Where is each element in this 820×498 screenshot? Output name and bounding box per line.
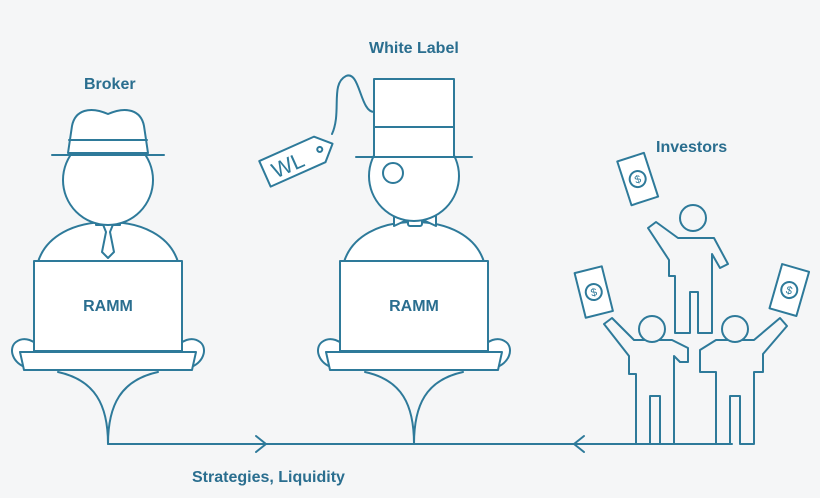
broker-label: Broker bbox=[84, 76, 136, 93]
arrow-left-icon bbox=[573, 435, 585, 453]
banknote-icon: $ bbox=[573, 265, 614, 319]
broker-laptop: RAMM bbox=[11, 260, 205, 371]
broker-laptop-text: RAMM bbox=[83, 298, 133, 315]
investors-group: Investors $ $ $ bbox=[573, 139, 811, 445]
flow-line bbox=[107, 435, 733, 453]
investors-label: Investors bbox=[656, 139, 727, 156]
tag-string bbox=[331, 74, 375, 135]
monocle-icon bbox=[382, 162, 404, 184]
white-label-label: White Label bbox=[369, 40, 459, 57]
white-label-figure: WL White Label RAMM bbox=[258, 40, 511, 445]
price-tag-icon: WL bbox=[258, 135, 334, 188]
person-icon bbox=[647, 204, 729, 334]
laptop-screen bbox=[339, 260, 489, 352]
white-label-torso bbox=[343, 221, 485, 263]
top-hat-icon bbox=[355, 78, 473, 158]
arrow-right-icon bbox=[255, 435, 267, 453]
white-label-laptop: RAMM bbox=[317, 260, 511, 371]
broker-figure: Broker RAMM bbox=[11, 76, 205, 445]
svg-text:$: $ bbox=[590, 286, 599, 299]
laptop-base bbox=[325, 351, 503, 371]
white-label-stand bbox=[364, 371, 464, 445]
person-icon bbox=[699, 315, 788, 445]
banknote-icon: $ bbox=[616, 151, 660, 207]
svg-text:$: $ bbox=[784, 284, 793, 297]
necktie-icon bbox=[101, 221, 115, 259]
svg-text:$: $ bbox=[633, 173, 643, 186]
laptop-base bbox=[19, 351, 197, 371]
fedora-hat-icon bbox=[51, 109, 165, 156]
laptop-screen bbox=[33, 260, 183, 352]
person-icon bbox=[603, 315, 689, 445]
broker-stand bbox=[57, 371, 159, 445]
white-label-laptop-text: RAMM bbox=[389, 298, 439, 315]
banknote-icon: $ bbox=[768, 263, 811, 318]
flow-label: Strategies, Liquidity bbox=[192, 469, 345, 486]
